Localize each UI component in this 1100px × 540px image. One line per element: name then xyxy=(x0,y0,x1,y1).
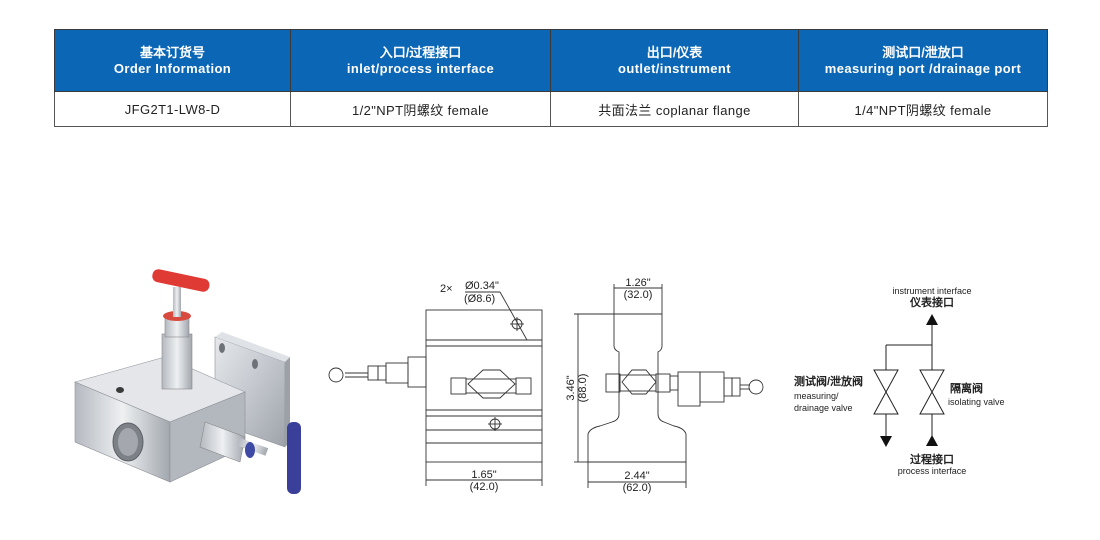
measuring-valve-en2: drainage valve xyxy=(794,403,853,413)
cell-inlet: 1/2"NPT阴螺纹 female xyxy=(290,91,551,127)
red-handle-icon xyxy=(152,269,210,292)
height-mm-label: (88.0) xyxy=(577,374,589,403)
measuring-valve-en1: measuring/ xyxy=(794,391,839,401)
instrument-arrow-icon xyxy=(926,314,938,325)
process-arrow-icon xyxy=(926,435,938,446)
height-in-label: 3.46" xyxy=(565,375,577,400)
base-width-mm-label: (62.0) xyxy=(623,482,652,494)
measuring-valve-cn: 测试阀/泄放阀 xyxy=(794,374,863,388)
hole-diameter-mm: (Ø8.6) xyxy=(464,293,495,305)
hole-diameter-in: Ø0.34" xyxy=(465,280,499,292)
measuring-valve-icon xyxy=(873,369,899,415)
isolating-valve-icon xyxy=(919,369,945,415)
blue-handle-icon xyxy=(287,422,301,494)
cell-order-number: JFG2T1-LW8-D xyxy=(54,91,291,127)
hole-count-label: 2× xyxy=(440,283,453,295)
isolating-valve-en: isolating valve xyxy=(948,397,1005,407)
top-width-mm-label: (32.0) xyxy=(624,289,653,301)
instrument-interface-en: instrument interface xyxy=(892,286,971,296)
width-mm-label: (42.0) xyxy=(470,481,499,493)
front-view-drawing: 2× Ø0.34" (Ø8.6) 1.65" (42.0) xyxy=(328,280,543,493)
valve-schematic: instrument interface 仪表接口 测试阀/泄放阀 measur… xyxy=(794,286,1005,476)
top-width-in-label: 1.26" xyxy=(625,277,650,289)
table-row: JFG2T1-LW8-D 1/2"NPT阴螺纹 female 共面法兰 copl… xyxy=(54,91,1048,127)
width-in-label: 1.65" xyxy=(471,469,496,481)
instrument-interface-cn: 仪表接口 xyxy=(909,295,954,309)
base-width-in-label: 2.44" xyxy=(624,470,649,482)
cell-measuring-port: 1/4"NPT阴螺纹 female xyxy=(798,91,1048,127)
product-photo xyxy=(74,269,301,494)
drain-arrow-icon xyxy=(880,436,892,447)
process-interface-cn: 过程接口 xyxy=(910,452,954,466)
side-view-drawing: 1.26" (32.0) 3.46" (88.0) 2.44" (62.0) xyxy=(565,277,764,494)
isolating-valve-cn: 隔离阀 xyxy=(950,381,983,395)
process-interface-en: process interface xyxy=(898,466,967,476)
cell-outlet: 共面法兰 coplanar flange xyxy=(550,91,799,127)
